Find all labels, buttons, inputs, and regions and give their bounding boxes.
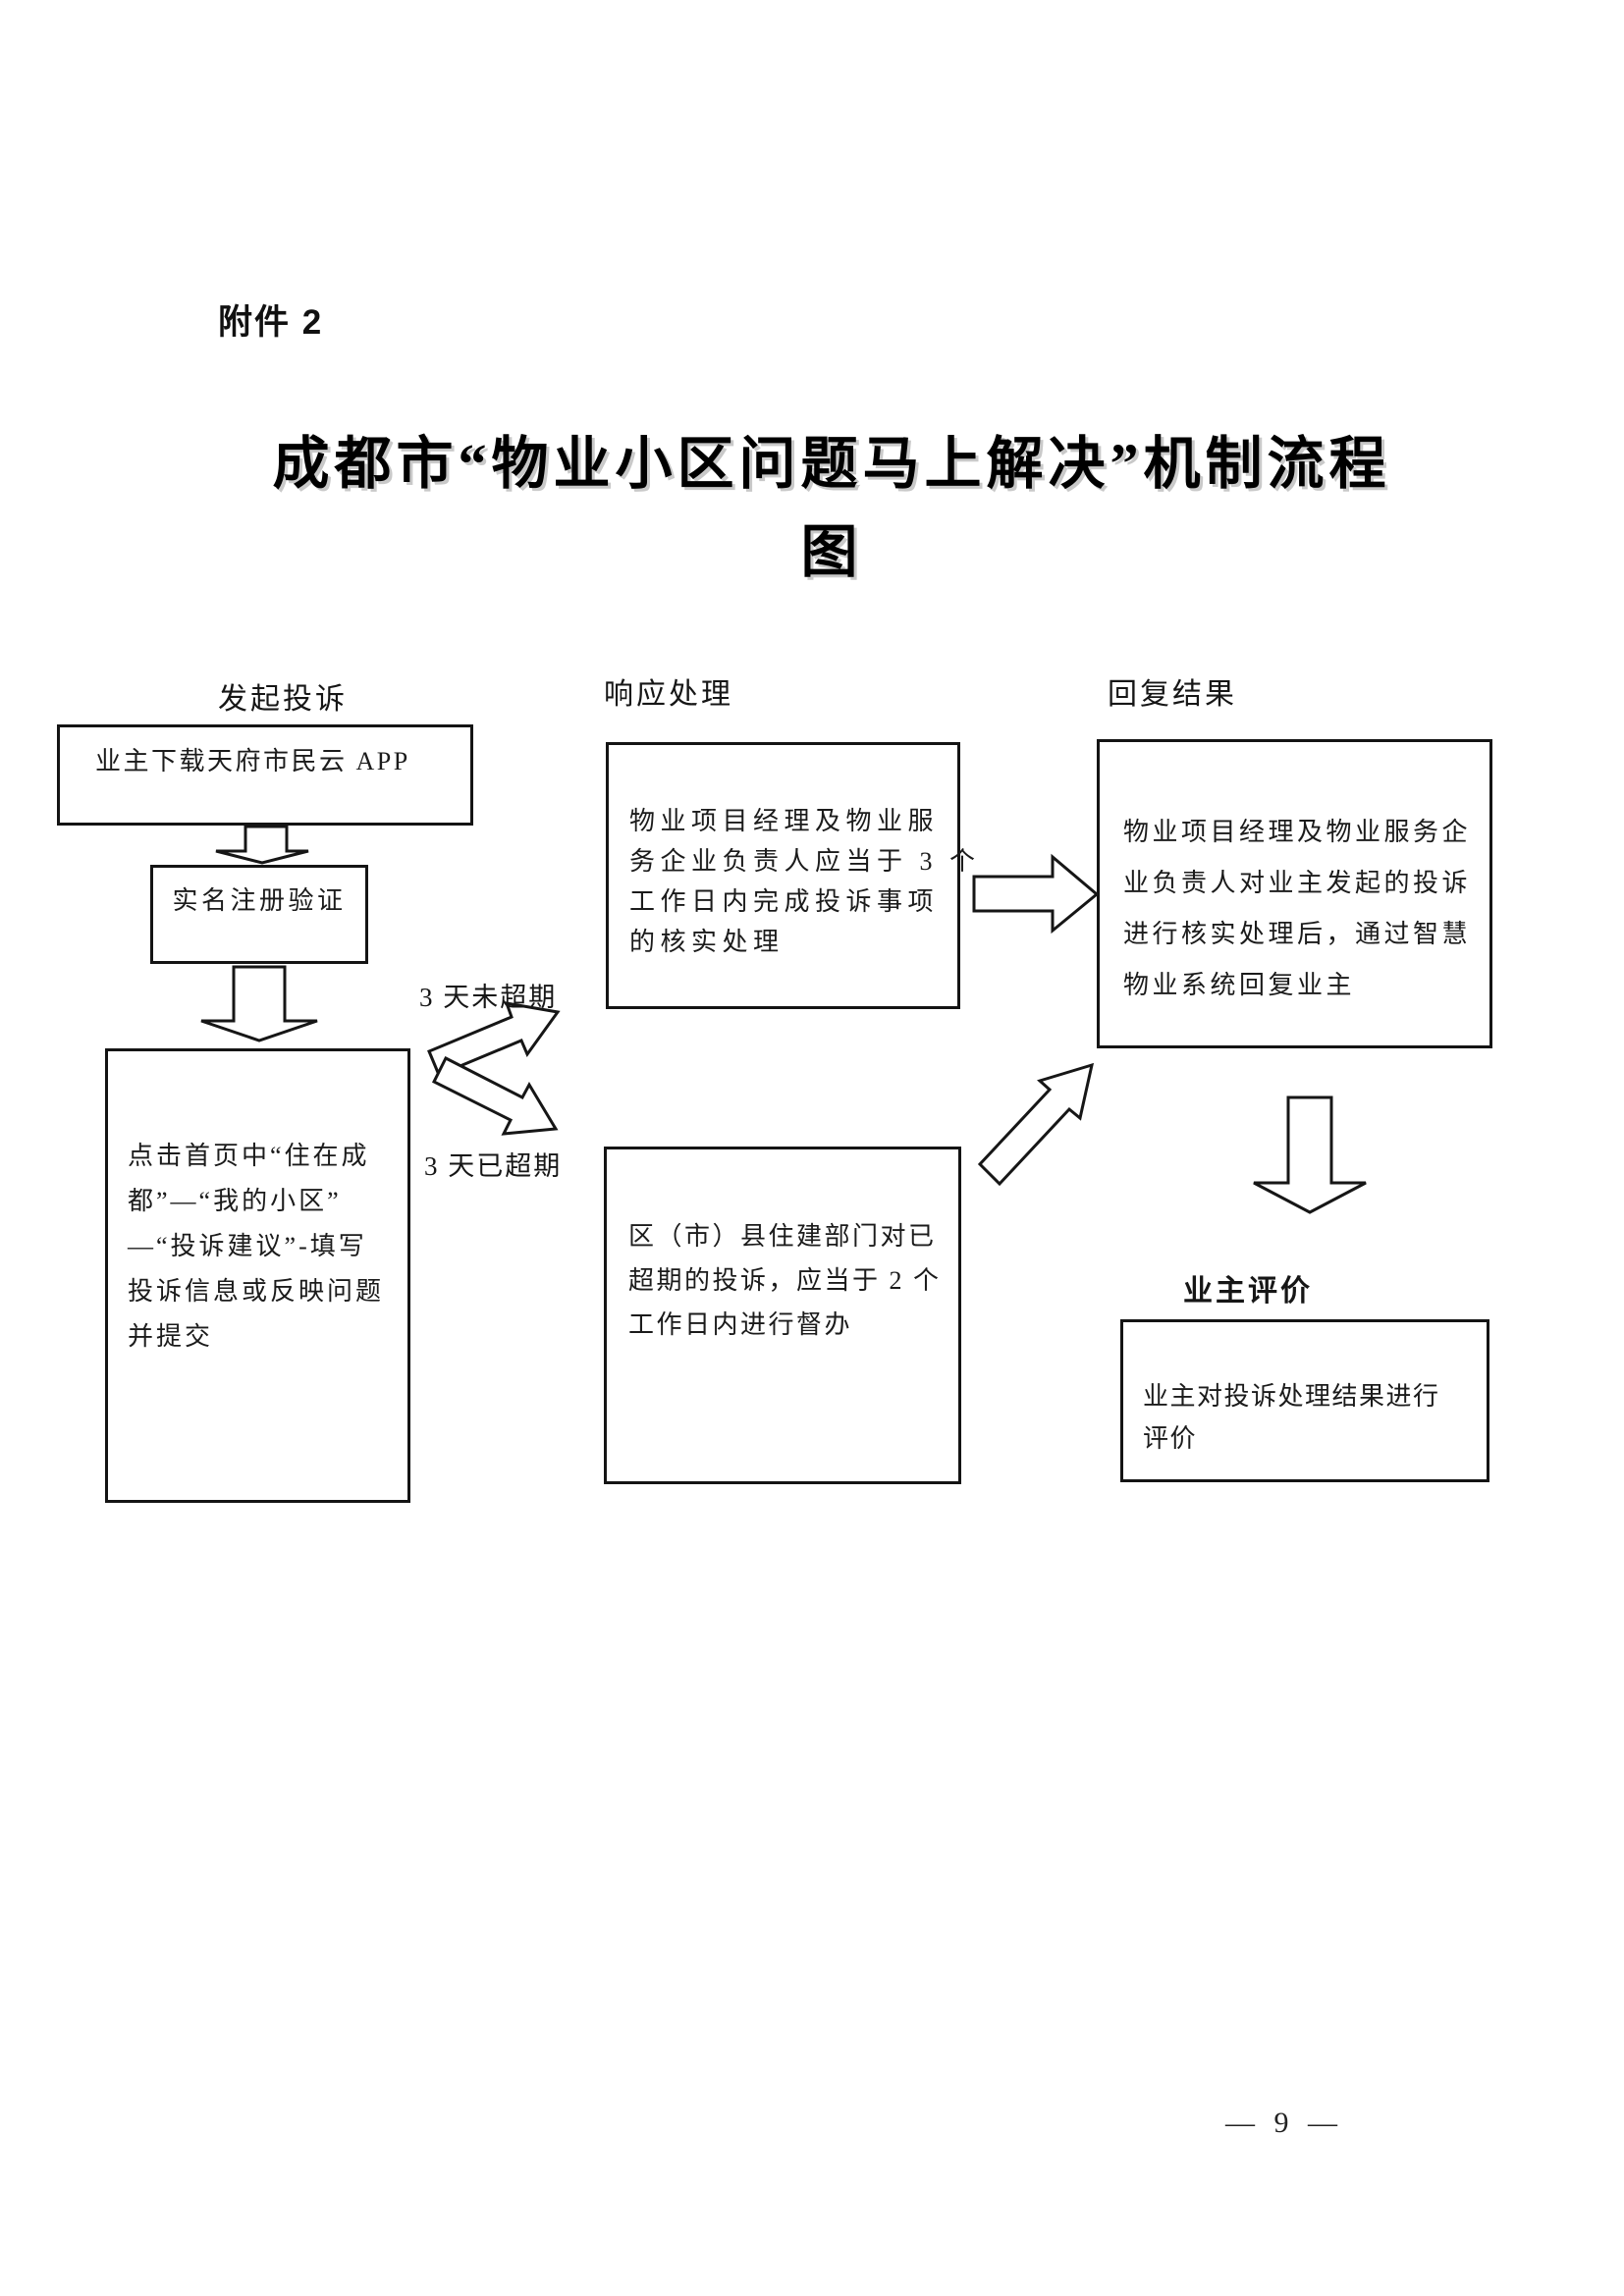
flow-box-text: 业主下载天府市民云 APP	[95, 747, 410, 775]
arrow-reply-to-evaluate-icon	[1253, 1095, 1367, 1214]
flow-box-property-handle: 物业项目经理及物业服 务企业负责人应当于 3 个 工作日内完成投诉事项 的核实处…	[606, 742, 975, 1009]
flow-box-download-app: 业主下载天府市民云 APP	[57, 724, 473, 826]
arrow-overdue-icon	[431, 1055, 559, 1136]
section-header-respond: 响应处理	[604, 678, 733, 711]
flow-box-register: 实名注册验证	[150, 865, 368, 964]
flow-box-text: 实名注册验证	[172, 886, 347, 915]
page-title: 成都市“物业小区问题马上解决”机制流程 图	[39, 420, 1624, 597]
flow-box-reply-owner: 物业项目经理及物业服务企 业负责人对业主发起的投诉 进行核实处理后，通过智慧 物…	[1097, 739, 1492, 1048]
branch-label-overdue: 3 天已超期	[424, 1151, 563, 1181]
section-header-evaluate: 业主评价	[1183, 1275, 1313, 1308]
page-title-line-1: 成都市“物业小区问题马上解决”机制流程	[272, 432, 1391, 496]
page-number: — 9 —	[1225, 2107, 1343, 2139]
arrow-supervise-to-reply-icon	[977, 1062, 1095, 1187]
arrow-register-to-submit-icon	[200, 965, 318, 1042]
attachment-label: 附件 2	[218, 303, 324, 342]
section-header-reply: 回复结果	[1108, 678, 1237, 711]
flow-box-submit-complaint: 点击首页中“住在成 都”—“我的小区” —“投诉建议”-填写 投诉信息或反映问题…	[105, 1048, 410, 1503]
section-header-initiate: 发起投诉	[218, 683, 348, 716]
branch-label-not-overdue: 3 天未超期	[419, 983, 558, 1012]
arrow-handle-to-reply-icon	[972, 853, 1100, 934]
arrow-download-to-register-icon	[215, 825, 309, 865]
flow-box-owner-evaluate: 业主对投诉处理结果进行 评价	[1120, 1319, 1489, 1482]
flow-box-overdue-supervise: 区（市）县住建部门对已 超期的投诉，应当于 2 个 工作日内进行督办	[604, 1147, 961, 1484]
page-title-line-2: 图	[800, 520, 863, 584]
arrow-not-overdue-icon	[427, 1001, 561, 1077]
